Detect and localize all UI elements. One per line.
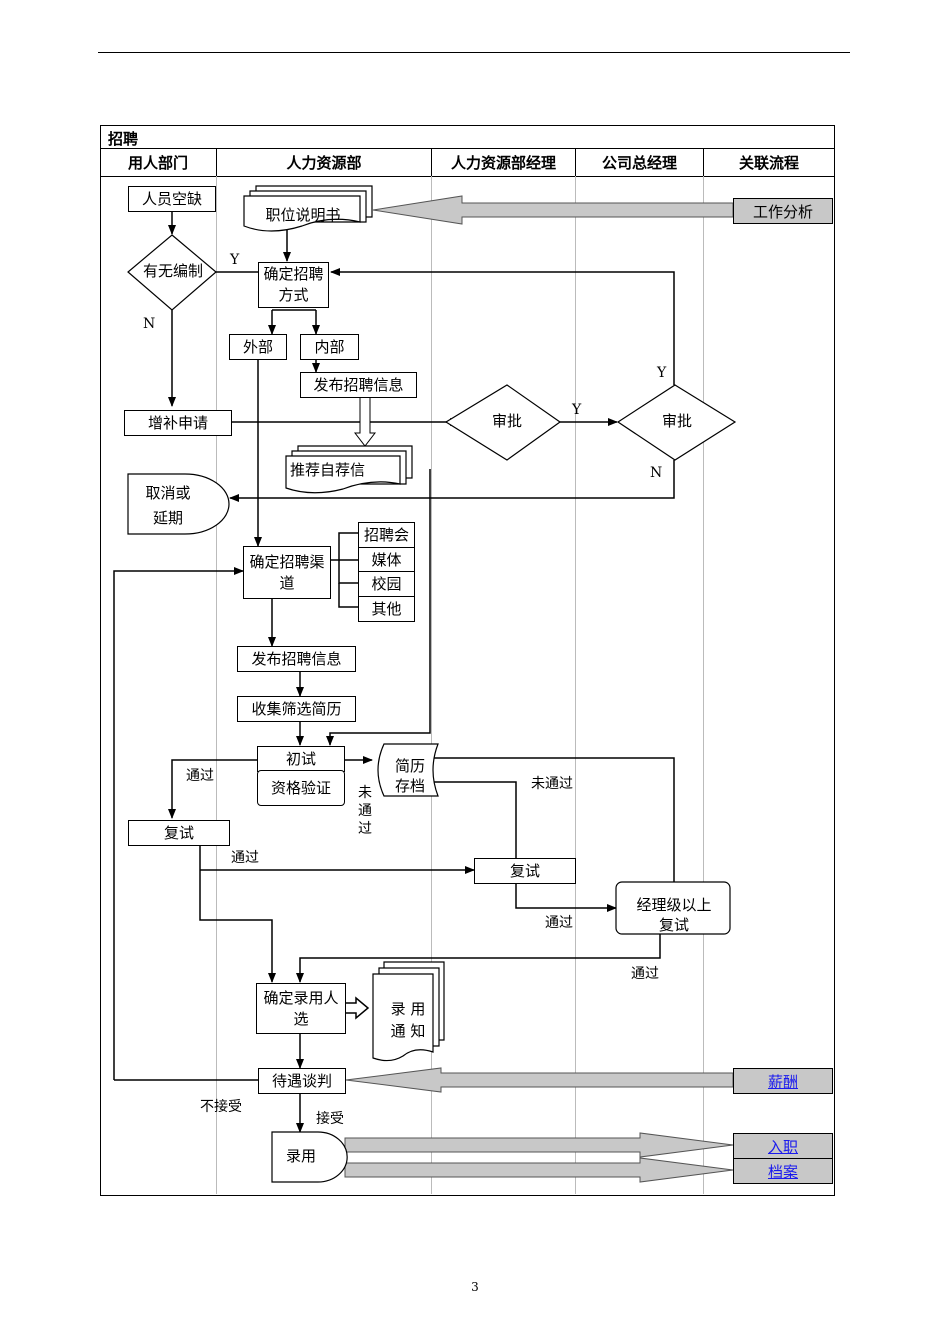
node-channel-media: 媒体 [358,547,415,573]
related-archive: 档案 [733,1158,833,1184]
node-second-interview-dept: 复试 [128,820,230,846]
node-hired: 录用 [286,1147,317,1165]
edge-label-no: N [650,465,663,481]
lane-header-gm: 公司总经理 [601,153,677,172]
node-recommendation: 推荐自荐信 [290,461,366,479]
node-publish-info-external: 发布招聘信息 [237,646,356,672]
node-publish-info-internal: 发布招聘信息 [300,372,417,398]
lane-header-department: 用人部门 [127,153,188,172]
node-has-quota: 有无编制 [142,262,203,280]
node-decide-channel: 确定招聘渠道 [243,546,331,599]
node-vacancy: 人员空缺 [128,186,216,212]
node-channel-campus: 校园 [358,571,415,597]
lane-header-hr: 人力资源部 [286,153,362,172]
node-job-description: 职位说明书 [265,206,341,224]
edge-label-yes: Y [230,252,240,268]
node-resume-archive: 简历存档 [394,757,425,795]
page-number: 3 [471,1280,479,1294]
node-cancel-or-delay: 取消或延期 [145,484,191,527]
lane-header-hr-manager: 人力资源部经理 [450,153,556,172]
lane-divider [575,148,576,176]
node-collect-screen-resumes: 收集筛选简历 [237,696,356,722]
node-offer-notice: 录 用 通 知 [390,1000,426,1040]
node-supplement-request: 增补申请 [124,410,232,436]
edge-label-not-pass: 未通过 [358,785,372,837]
header-rule [98,52,850,53]
node-approval-gm: 审批 [661,412,692,430]
process-table [100,125,835,1196]
lane-divider [431,148,432,176]
node-channel-job-fair: 招聘会 [358,522,415,548]
node-internal: 内部 [300,334,359,360]
lane-divider [703,176,704,1194]
lane-divider [431,176,432,1194]
node-second-interview-hr: 复试 [474,858,576,884]
node-approval-hr-manager: 审批 [491,412,522,430]
node-first-interview: 初试 [257,746,345,772]
lane-divider [575,176,576,1194]
edge-label-pass: 通过 [186,768,214,784]
edge-label-pass: 通过 [231,850,259,866]
edge-label-yes: Y [657,365,667,381]
table-line [100,148,835,149]
edge-label-no: N [143,316,156,332]
edge-label-pass: 通过 [545,915,573,931]
edge-label-accept: 接受 [316,1111,344,1127]
lane-divider [216,148,217,176]
node-decide-method: 确定招聘方式 [258,262,329,308]
edge-label-not-pass: 未通过 [531,776,573,792]
related-salary: 薪酬 [733,1068,833,1094]
node-decide-hire: 确定录用人选 [256,983,346,1034]
section-title: 招聘 [108,130,139,148]
node-manager-interview: 经理级以上复试 [636,896,712,934]
related-onboarding: 入职 [733,1133,833,1159]
node-channel-other: 其他 [358,596,415,622]
link-onboarding[interactable]: 入职 [767,1137,798,1156]
link-archive[interactable]: 档案 [767,1162,798,1181]
lane-header-related: 关联流程 [738,153,799,172]
edge-label-pass: 通过 [631,966,659,982]
node-negotiate-salary: 待遇谈判 [258,1068,346,1094]
edge-label-reject: 不接受 [200,1099,242,1115]
related-job-analysis: 工作分析 [733,198,833,224]
link-salary[interactable]: 薪酬 [767,1072,798,1091]
node-external: 外部 [229,334,287,360]
table-line [100,176,835,177]
lane-divider [216,176,217,1194]
lane-divider [703,148,704,176]
node-qualification-check: 资格验证 [257,770,345,806]
edge-label-yes: Y [572,402,582,418]
